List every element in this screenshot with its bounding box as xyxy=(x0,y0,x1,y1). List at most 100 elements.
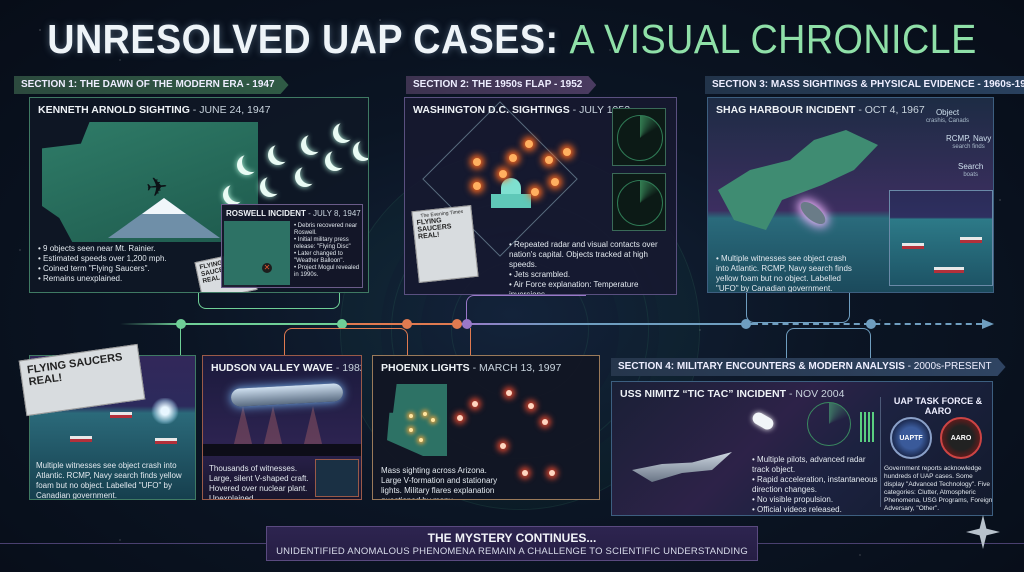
bullet: 9 objects seen near Mt. Rainier. xyxy=(38,244,198,254)
boat-icon xyxy=(934,267,964,273)
hudson-date: - 1982-1986 xyxy=(335,362,361,374)
aaro-title: UAP TASK FORCE & AARO xyxy=(893,396,983,416)
new-mexico-map: ✕ xyxy=(224,221,290,285)
light-dot xyxy=(500,443,506,449)
bullet: Multiple pilots, advanced radar track ob… xyxy=(752,455,882,475)
bullet: Coined term "Flying Saucers". xyxy=(38,264,198,274)
title-secondary: A VISUAL CHRONICLE xyxy=(569,16,977,62)
tictac-object-icon xyxy=(750,410,776,432)
footer-banner: THE MYSTERY CONTINUES... UNIDENTIFIED AN… xyxy=(266,526,758,561)
light-dot xyxy=(528,403,534,409)
nuclear-plant-skyline xyxy=(203,444,361,456)
timeline-node xyxy=(462,319,472,329)
arizona-map xyxy=(387,384,447,456)
radar-display-icon xyxy=(807,402,851,446)
footer-subheading: UNIDENTIFIED ANOMALOUS PHENOMENA REMAIN … xyxy=(276,546,748,557)
northeast-us-minimap xyxy=(315,459,359,497)
section-1-tag: SECTION 1: THE DAWN OF THE MODERN ERA - … xyxy=(14,76,289,94)
crescent-object-icon xyxy=(242,152,262,172)
shag-title-text: SHAG HARBOUR INCIDENT xyxy=(716,104,856,116)
radar-scope-icon xyxy=(612,108,666,166)
light-dot xyxy=(522,470,528,476)
nimitz-bullets: Multiple pilots, advanced radar track ob… xyxy=(752,455,882,515)
shag2-description: Multiple witnesses see object crash into… xyxy=(36,461,182,500)
light-dot xyxy=(549,470,555,476)
hudson-title-text: HUDSON VALLEY WAVE xyxy=(211,362,333,374)
boat-icon xyxy=(902,243,924,249)
connector-line xyxy=(786,328,871,358)
callout-sub: search finds xyxy=(952,144,985,150)
crescent-object-icon xyxy=(273,142,293,162)
boat-icon xyxy=(960,237,982,243)
arnold-title: KENNETH ARNOLD SIGHTING - JUNE 24, 1947 xyxy=(38,104,270,116)
crash-site-marker-icon: ✕ xyxy=(262,263,272,273)
arnold-date: - JUNE 24, 1947 xyxy=(192,104,271,116)
connector-line xyxy=(746,293,850,323)
phoenix-title-text: PHOENIX LIGHTS xyxy=(381,362,470,374)
bullet: Debris recovered near Roswell. xyxy=(294,223,360,237)
phoenix-title: PHOENIX LIGHTS - MARCH 13, 1997 xyxy=(381,362,561,374)
aaro-description: Government reports acknowledge hundreds … xyxy=(884,465,993,512)
airplane-icon: ✈ xyxy=(144,171,170,203)
section-2-tag: SECTION 2: THE 1950s FLAP - 1952 xyxy=(406,76,596,94)
hudson-title: HUDSON VALLEY WAVE - 1982-1986 xyxy=(211,362,361,374)
section-4-period: - 2000s-PRESENT xyxy=(907,361,992,372)
roswell-bullets: Debris recovered near Roswell. Initial m… xyxy=(294,223,360,279)
crescent-object-icon xyxy=(265,174,285,194)
timeline-line xyxy=(180,323,340,325)
bullet: Later changed to "Weather Balloon". xyxy=(294,251,360,265)
callout-rcmp: RCMP, Navy search finds xyxy=(946,134,991,152)
roswell-date: - JULY 8, 1947 xyxy=(308,209,361,218)
light-dot xyxy=(409,414,413,418)
crescent-object-icon xyxy=(228,182,248,202)
light-beam xyxy=(303,406,323,448)
light-dot xyxy=(457,415,463,421)
nimitz-tictac-panel: USS NIMITZ “TIC TAC” INCIDENT - NOV 2004… xyxy=(611,381,993,516)
crescent-object-icon xyxy=(306,132,326,152)
callout-label: Search xyxy=(958,162,984,171)
dc-title-text: WASHINGTON D.C. SIGHTINGS xyxy=(413,104,570,116)
nimitz-date: - NOV 2004 xyxy=(788,388,845,400)
shag-title: SHAG HARBOUR INCIDENT - OCT 4, 1967 xyxy=(716,104,925,116)
timeline-node xyxy=(176,319,186,329)
crescent-object-icon xyxy=(330,148,350,168)
mountain-snowcap xyxy=(142,198,186,214)
bullet: Initial military press release: "Flying … xyxy=(294,237,360,251)
bullet: No visible propulsion. xyxy=(752,495,882,505)
boat-icon xyxy=(155,438,177,444)
nimitz-title: USS NIMITZ “TIC TAC” INCIDENT - NOV 2004 xyxy=(620,388,844,400)
callout-sub: boats xyxy=(963,172,979,178)
crescent-object-icon xyxy=(300,164,320,184)
callout-label: RCMP, Navy xyxy=(946,134,992,143)
light-dot xyxy=(473,158,481,166)
timeline-line xyxy=(120,323,180,325)
bullet: Estimated speeds over 1,200 mph. xyxy=(38,254,198,264)
footer-rule xyxy=(758,543,1024,544)
v-shaped-craft-illustration xyxy=(230,383,344,407)
callout-search: Search boats xyxy=(958,162,983,180)
light-dot xyxy=(551,178,559,186)
light-dot xyxy=(409,428,413,432)
crashing-object-icon xyxy=(797,197,829,229)
hudson-valley-panel: HUDSON VALLEY WAVE - 1982-1986 Thousands… xyxy=(202,355,362,500)
light-dot xyxy=(419,438,423,442)
bullet: Remains unexplained. xyxy=(38,274,198,284)
dc-bullets: Repeated radar and visual contacts over … xyxy=(509,240,674,294)
timeline-line xyxy=(340,323,460,325)
light-dot xyxy=(542,419,548,425)
light-dot xyxy=(509,154,517,162)
boat-icon xyxy=(110,412,132,418)
callout-label: Object xyxy=(935,108,960,117)
light-dot xyxy=(563,148,571,156)
washington-dc-panel: WASHINGTON D.C. SIGHTINGS - JULY 1952 Th… xyxy=(404,97,677,295)
roswell-title-text: ROSWELL INCIDENT xyxy=(226,209,306,218)
dc-title: WASHINGTON D.C. SIGHTINGS - JULY 1952 xyxy=(413,104,630,116)
footer-heading: THE MYSTERY CONTINUES... xyxy=(427,531,597,545)
light-dot xyxy=(431,418,435,422)
radar-scope-icon xyxy=(612,173,666,231)
light-dot xyxy=(545,156,553,164)
connector-line xyxy=(466,295,586,323)
timeline-node xyxy=(866,319,876,329)
timeline-arrow-icon xyxy=(982,319,994,329)
page-title: UNRESOLVED UAP CASES: A VISUAL CHRONICLE xyxy=(41,16,983,63)
